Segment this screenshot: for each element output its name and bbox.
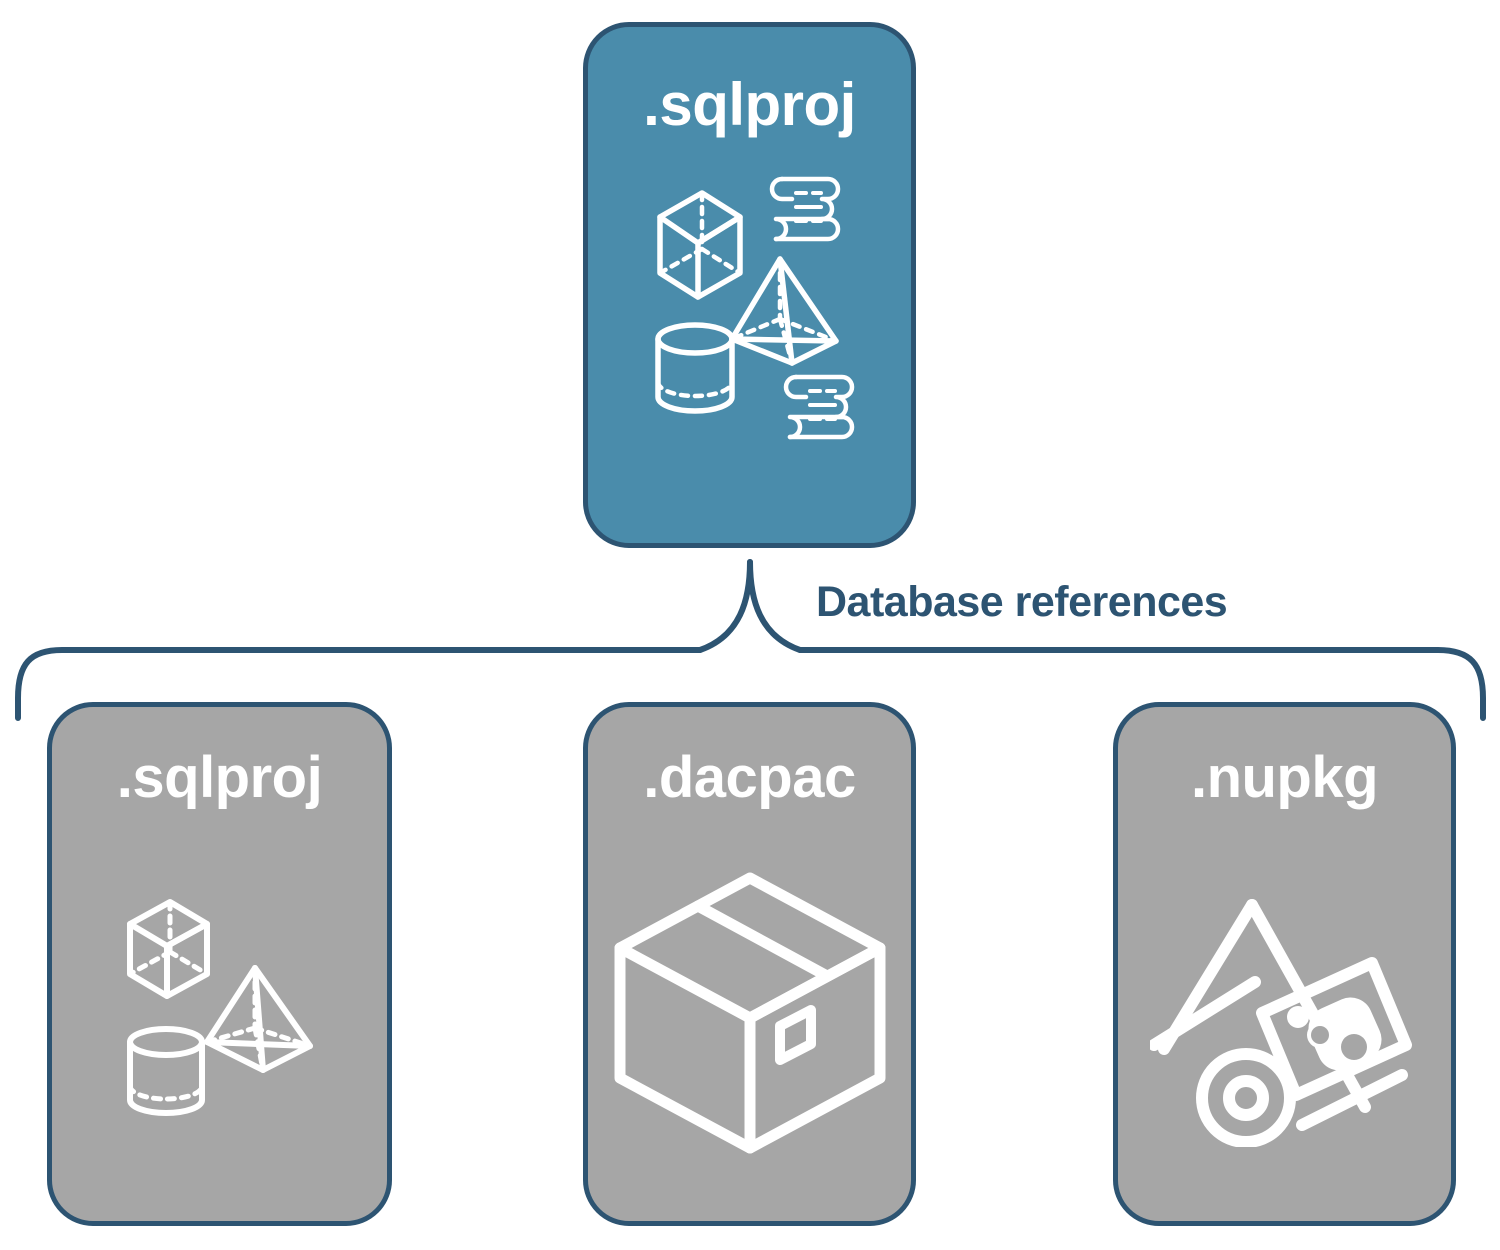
brace-peak-right [747, 559, 803, 653]
node-root-sqlproj[interactable]: .sqlproj [583, 22, 916, 548]
scroll-icon [783, 374, 854, 440]
brace-peak-left [697, 559, 753, 653]
node-child-nupkg[interactable]: .nupkg [1113, 702, 1456, 1226]
pyramid-icon [204, 965, 313, 1073]
node-child-dacpac-title: .dacpac [643, 745, 856, 810]
db-objects-illustration [127, 899, 313, 1116]
scroll-icon [769, 176, 840, 242]
connector-label-database-references: Database references [816, 578, 1228, 626]
node-child-nupkg-title: .nupkg [1190, 745, 1379, 810]
cube-icon [127, 899, 210, 999]
cylinder-icon [654, 322, 735, 414]
hand-truck-package-icon [1149, 899, 1412, 1147]
cylinder-icon [127, 1026, 205, 1116]
node-child-nupkg-icon-group [1118, 847, 1451, 1177]
node-root-title: .sqlproj [643, 71, 856, 138]
node-child-dacpac[interactable]: .dacpac [583, 702, 916, 1226]
node-child-sqlproj[interactable]: .sqlproj [47, 702, 392, 1226]
cube-icon [656, 190, 743, 300]
nuget-logo-cutouts [1310, 1026, 1367, 1060]
node-child-sqlproj-icon-group [52, 847, 387, 1177]
pyramid-icon [728, 256, 839, 366]
node-child-dacpac-icon-group [588, 847, 911, 1177]
node-root-icon-group [588, 167, 911, 447]
db-objects-illustration [654, 176, 854, 440]
node-child-sqlproj-title: .sqlproj [116, 745, 323, 810]
shipping-box-icon [614, 872, 885, 1154]
